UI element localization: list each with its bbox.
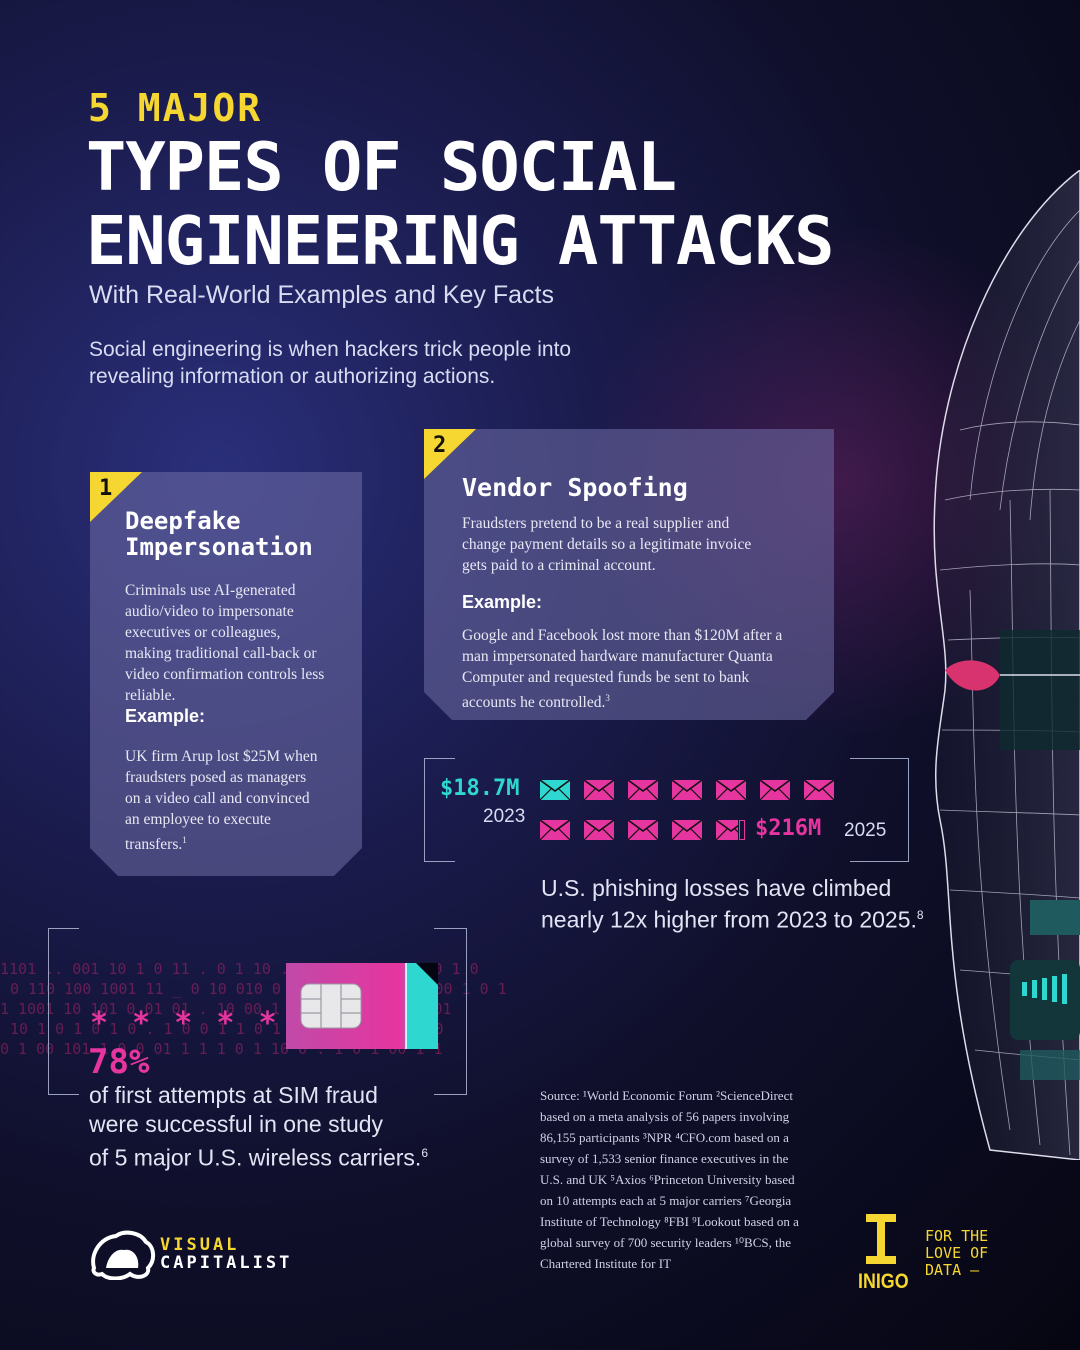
sim-bracket-left [48, 928, 79, 1095]
source-notes: Source: ¹World Economic Forum ²ScienceDi… [540, 1088, 799, 1271]
title-line-1: TYPES OF SOCIAL [86, 128, 677, 206]
footnote-marker: 3 [605, 693, 610, 703]
card-deepfake-impersonation: 1 Deepfake Impersonation Criminals use A… [90, 472, 362, 876]
card-title: Deepfake Impersonation [125, 508, 313, 560]
vc-line-2: CAPITALIST [160, 1253, 293, 1273]
sim-caption: of first attempts at SIM fraud were succ… [89, 1081, 489, 1173]
binary-row: 1101 .. 001 10 1 0 11 . 0 1 10 .. 1010 0… [0, 960, 479, 978]
phishing-bracket-left [424, 758, 455, 862]
envelope-icon [584, 780, 614, 800]
intro-text: Social engineering is when hackers trick… [89, 338, 572, 388]
tagline-line-3: DATA — [925, 1262, 988, 1279]
card-title-line-2: Impersonation [125, 533, 313, 561]
card-number: 1 [99, 476, 113, 501]
phishing-end-value: $216M [755, 816, 822, 841]
footnote-marker: 8 [916, 908, 924, 922]
password-stars: * * * * * [90, 1006, 280, 1041]
footnote-marker: 1 [182, 835, 187, 845]
tagline-dash: — [970, 1261, 980, 1279]
vc-line-1: VISUAL [160, 1235, 240, 1255]
envelope-icon [628, 780, 658, 800]
card-number: 2 [433, 433, 447, 458]
binary-row: 0 1 00 101 1 0 0 01 1 1 1 0 1 10 0 . 1 0… [0, 1040, 443, 1058]
phishing-caption: U.S. phishing losses have climbed nearly… [541, 875, 931, 934]
card-body: Fraudsters pretend to be a real supplier… [462, 515, 752, 574]
card-example-text: Google and Facebook lost more than $120M… [462, 627, 783, 712]
visual-capitalist-logo-icon [91, 1230, 155, 1280]
card-example: Google and Facebook lost more than $120M… [462, 625, 807, 713]
card-title-line-1: Deepfake [125, 507, 241, 535]
envelope-icon [804, 780, 834, 800]
card-example-label: Example: [462, 592, 543, 612]
envelope-icon [540, 820, 570, 840]
inigo-tagline: FOR THE LOVE OF DATA — [925, 1228, 988, 1279]
kicker-text: 5 MAJOR [88, 86, 263, 130]
envelope-icon [540, 780, 570, 800]
envelope-icon [672, 780, 702, 800]
envelope-icon [760, 780, 790, 800]
sim-card-icon [286, 963, 438, 1049]
phishing-end-year: 2025 [844, 820, 887, 841]
card-body: Criminals use AI-generated audio/video t… [125, 582, 325, 704]
partial-envelope-outline [739, 820, 745, 840]
sim-caption-line-3-text: of 5 major U.S. wireless carriers. [89, 1144, 422, 1171]
envelope-icon [716, 820, 738, 840]
title-line-2: ENGINEERING ATTACKS [86, 202, 834, 280]
card-example-text: UK firm Arup lost $25M when fraudsters p… [125, 748, 318, 854]
page-subtitle: With Real-World Examples and Key Facts [89, 281, 554, 309]
visual-capitalist-wordmark: VISUAL CAPITALIST [160, 1236, 292, 1272]
tagline-line-3-text: DATA [925, 1261, 962, 1279]
envelope-icon [628, 820, 658, 840]
sim-caption-line-3: of 5 major U.S. wireless carriers.6 [89, 1139, 489, 1173]
tagline-line-2: LOVE OF [925, 1244, 989, 1262]
card-number-tab [424, 429, 476, 479]
card-example: UK firm Arup lost $25M when fraudsters p… [125, 746, 325, 855]
phishing-bracket-right [850, 758, 909, 862]
phishing-start-year: 2023 [483, 806, 526, 827]
phishing-caption-text: U.S. phishing losses have climbed nearly… [541, 875, 917, 933]
sim-caption-line-1: of first attempts at SIM fraud [89, 1082, 378, 1108]
card-title: Vendor Spoofing [462, 473, 688, 502]
tagline-line-1: FOR THE [925, 1227, 989, 1245]
sim-bracket-right [434, 928, 467, 1095]
wireframe-head-illustration [933, 170, 1080, 1160]
inigo-logo-icon [866, 1214, 896, 1264]
phishing-start-value: $18.7M [440, 776, 520, 801]
envelope-icon [716, 780, 746, 800]
page-title: TYPES OF SOCIAL ENGINEERING ATTACKS [86, 128, 834, 280]
card-vendor-spoofing: 2 Vendor Spoofing Fraudsters pretend to … [424, 429, 834, 720]
sim-percent: 78% [88, 1042, 150, 1082]
card-example-label: Example: [125, 706, 206, 726]
inigo-wordmark: INIGO [858, 1270, 909, 1293]
envelope-icon [584, 820, 614, 840]
binary-row: 1 1001 10 101 0 01 01 . 10 00 1 0 1 0 1 … [0, 1000, 452, 1018]
sim-caption-line-2: were successful in one study [89, 1111, 384, 1137]
footnote-marker: 6 [421, 1146, 428, 1160]
envelope-icon [672, 820, 702, 840]
